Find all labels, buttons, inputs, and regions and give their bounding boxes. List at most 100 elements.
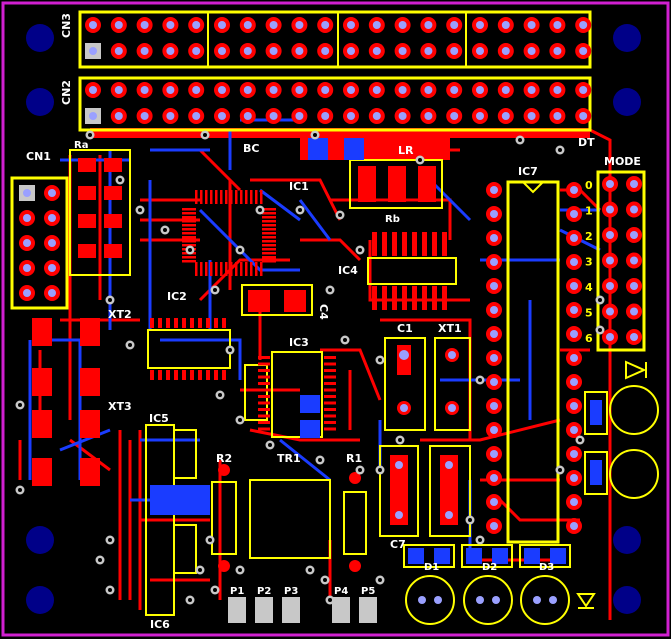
pad-hole	[490, 402, 498, 410]
mounting-hole	[26, 24, 54, 52]
via-hole	[268, 443, 272, 447]
smd-pad	[200, 262, 203, 276]
via-hole	[108, 538, 112, 542]
mode-number: 2	[585, 230, 593, 243]
pad-hole	[490, 378, 498, 386]
cn3-label: CN3	[60, 13, 73, 38]
smd-pad	[200, 190, 203, 204]
smd-pad	[262, 228, 276, 231]
smd-resistor-pads	[78, 158, 122, 258]
via-hole	[518, 138, 522, 142]
smd-pad	[225, 262, 228, 276]
mode-pins	[602, 176, 642, 345]
smd-pad	[182, 370, 186, 380]
smd-pad	[432, 232, 437, 256]
pad-hole	[218, 21, 226, 29]
pad-hole	[321, 86, 330, 94]
pad-hole	[166, 86, 175, 94]
smd-pad	[210, 190, 213, 204]
pad-hole	[570, 354, 578, 362]
pad-hole	[570, 498, 578, 506]
pad-hole	[48, 289, 56, 297]
p2-label: P2	[257, 586, 271, 597]
via-hole	[298, 208, 302, 212]
pad-hole	[398, 21, 407, 29]
pad-hole	[321, 112, 330, 120]
pad-hole	[527, 47, 536, 55]
pad-hole	[295, 86, 304, 94]
pad-hole	[89, 21, 97, 29]
pad-hole	[490, 522, 498, 530]
pad-hole	[114, 47, 123, 55]
pad-hole	[166, 21, 175, 29]
c4-pad	[284, 290, 306, 312]
via-hole	[188, 248, 192, 252]
mounting-hole	[613, 24, 641, 52]
pad-hole	[140, 86, 149, 94]
smd-pad	[195, 190, 198, 204]
ic3-label: IC3	[289, 336, 309, 349]
smd-pad	[442, 286, 447, 310]
pad-hole	[48, 239, 56, 247]
pad-hole	[490, 210, 498, 218]
smd-pad	[422, 286, 427, 310]
c7-label: C7	[390, 538, 406, 551]
via-hole	[308, 568, 312, 572]
pad-hole	[89, 47, 97, 55]
smd-pad	[372, 232, 377, 256]
smd-pad	[214, 370, 218, 380]
pad-hole	[630, 282, 638, 290]
ic7-outline	[506, 180, 560, 544]
pad-hole	[398, 47, 407, 55]
smd-pad	[182, 216, 196, 219]
smd-pad	[182, 232, 196, 235]
via-hole	[118, 178, 122, 182]
smd-pad	[432, 286, 437, 310]
smd-pad	[262, 260, 276, 263]
c4-outline	[241, 284, 313, 316]
pad-hole	[372, 112, 381, 120]
pad-hole	[476, 112, 484, 120]
r2-label: R2	[216, 452, 232, 465]
pad-hole	[570, 258, 578, 266]
mounting-holes	[26, 24, 641, 614]
pad-hole	[295, 112, 304, 120]
smd-pad	[225, 190, 228, 204]
tr1-outline	[249, 479, 331, 559]
via-hole	[358, 248, 362, 252]
ic5-ic6-outline	[145, 424, 175, 616]
pad-hole	[490, 306, 498, 314]
smd-pad	[240, 262, 243, 276]
pad-hole	[269, 21, 278, 29]
ic6-label: IC6	[150, 618, 170, 631]
via-hole	[108, 588, 112, 592]
pad-hole	[490, 282, 498, 290]
smd-pad	[258, 414, 270, 418]
smd-pad	[182, 318, 186, 328]
dt-label: DT	[578, 136, 595, 149]
pad-hole	[23, 289, 31, 297]
via-hole	[218, 393, 222, 397]
pad-hole	[398, 86, 407, 94]
via-hole	[378, 468, 382, 472]
pad-hole	[295, 47, 304, 55]
pad-hole	[424, 112, 433, 120]
pad-hole	[490, 426, 498, 434]
smd-pad	[206, 318, 210, 328]
via-hole	[358, 468, 362, 472]
pad-hole	[243, 47, 252, 55]
mode-number: 0	[585, 179, 593, 192]
pad-hole	[48, 214, 56, 222]
smd-pad	[300, 420, 320, 438]
cn2-pins	[85, 82, 592, 124]
ic5-label: IC5	[149, 412, 169, 425]
via-hole	[228, 348, 232, 352]
diode-symbol	[625, 360, 647, 380]
smd-pad	[182, 208, 196, 211]
via-hole	[213, 288, 217, 292]
via-hole	[378, 578, 382, 582]
pad-hole	[347, 112, 355, 120]
ic4-label: IC4	[338, 264, 358, 277]
via-hole	[313, 133, 317, 137]
test-pads	[228, 597, 377, 623]
